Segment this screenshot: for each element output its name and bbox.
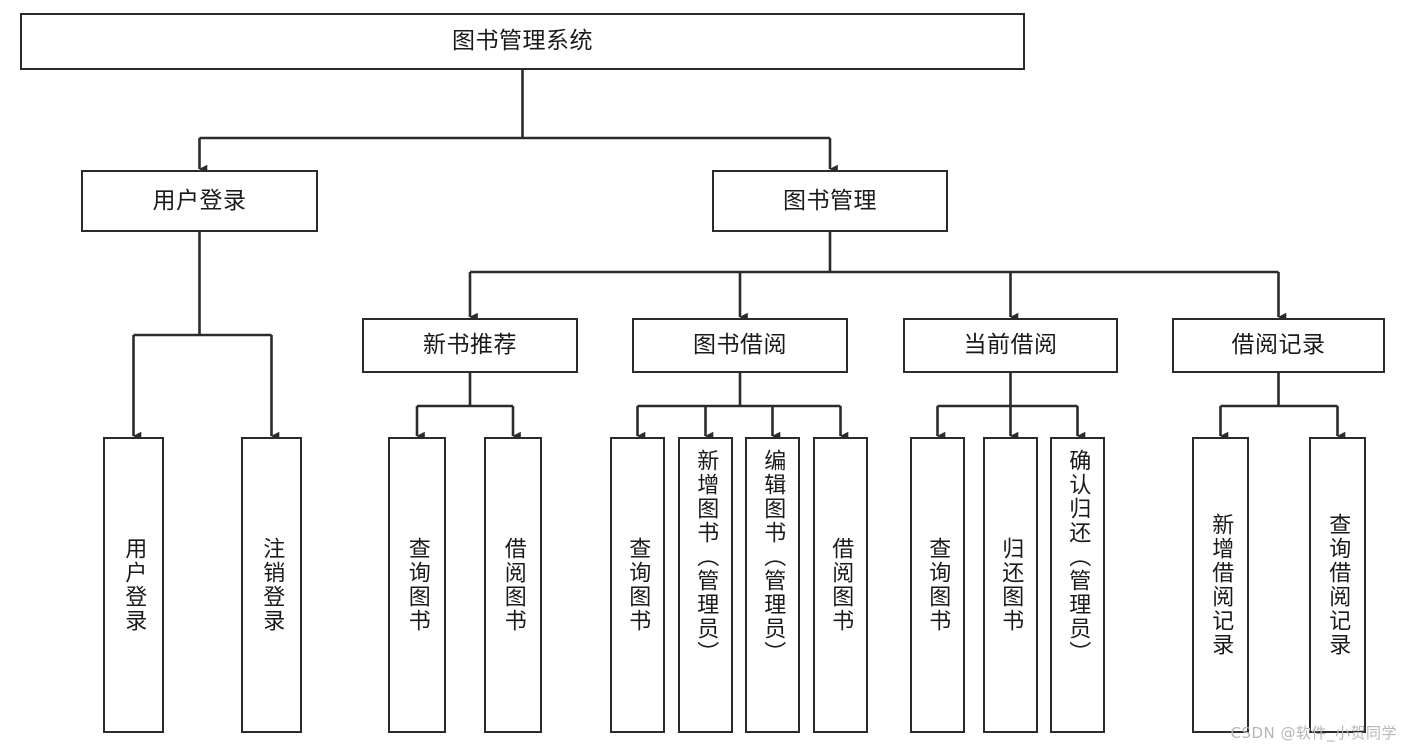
- node-leaf-query-book-borrow[interactable]: 查询图书: [610, 437, 665, 733]
- node-leaf-add-borrow-record[interactable]: 新增借阅记录: [1192, 437, 1249, 733]
- node-leaf-user-logout[interactable]: 注销登录: [241, 437, 302, 733]
- node-label: 用户登录: [121, 537, 147, 633]
- node-label: 确认归还（管理员）: [1065, 449, 1091, 665]
- node-leaf-user-login[interactable]: 用户登录: [103, 437, 164, 733]
- node-label: 查询借阅记录: [1325, 513, 1351, 657]
- node-label: 借阅图书: [828, 537, 854, 633]
- node-leaf-borrow-book-recommend[interactable]: 借阅图书: [484, 437, 542, 733]
- node-label: 借阅图书: [500, 537, 526, 633]
- node-book-borrowing[interactable]: 图书借阅: [632, 318, 848, 373]
- node-label: 借阅记录: [1231, 332, 1326, 359]
- node-label: 新增借阅记录: [1208, 513, 1234, 657]
- node-label: 新增图书（管理员）: [693, 449, 719, 665]
- node-book-management[interactable]: 图书管理: [712, 170, 948, 232]
- node-label: 新书推荐: [423, 332, 517, 359]
- node-label: 图书管理: [783, 187, 877, 214]
- node-root-system[interactable]: 图书管理系统: [20, 13, 1025, 70]
- node-borrowing-records[interactable]: 借阅记录: [1172, 318, 1385, 373]
- node-new-book-recommendation[interactable]: 新书推荐: [362, 318, 578, 373]
- node-current-borrowing[interactable]: 当前借阅: [903, 318, 1118, 373]
- node-leaf-return-book[interactable]: 归还图书: [983, 437, 1038, 733]
- node-leaf-edit-book-admin[interactable]: 编辑图书（管理员）: [745, 437, 800, 733]
- node-label: 用户登录: [152, 187, 247, 214]
- node-label: 注销登录: [259, 537, 285, 633]
- node-label: 查询图书: [925, 537, 951, 633]
- node-leaf-confirm-return-admin[interactable]: 确认归还（管理员）: [1050, 437, 1105, 733]
- node-label: 查询图书: [404, 537, 430, 633]
- node-leaf-query-book-recommend[interactable]: 查询图书: [388, 437, 446, 733]
- node-label: 图书借阅: [693, 332, 787, 359]
- node-user-login[interactable]: 用户登录: [81, 170, 318, 232]
- node-leaf-add-book-admin[interactable]: 新增图书（管理员）: [678, 437, 733, 733]
- node-label: 图书管理系统: [452, 28, 593, 55]
- node-leaf-borrow-book[interactable]: 借阅图书: [813, 437, 868, 733]
- node-label: 当前借阅: [963, 332, 1058, 359]
- node-leaf-query-book-current[interactable]: 查询图书: [910, 437, 965, 733]
- node-leaf-query-borrow-record[interactable]: 查询借阅记录: [1309, 437, 1366, 733]
- csdn-watermark: CSDN @软件_小贺同学: [1230, 724, 1397, 742]
- node-label: 查询图书: [625, 537, 651, 633]
- node-label: 编辑图书（管理员）: [760, 449, 786, 665]
- node-label: 归还图书: [998, 537, 1024, 633]
